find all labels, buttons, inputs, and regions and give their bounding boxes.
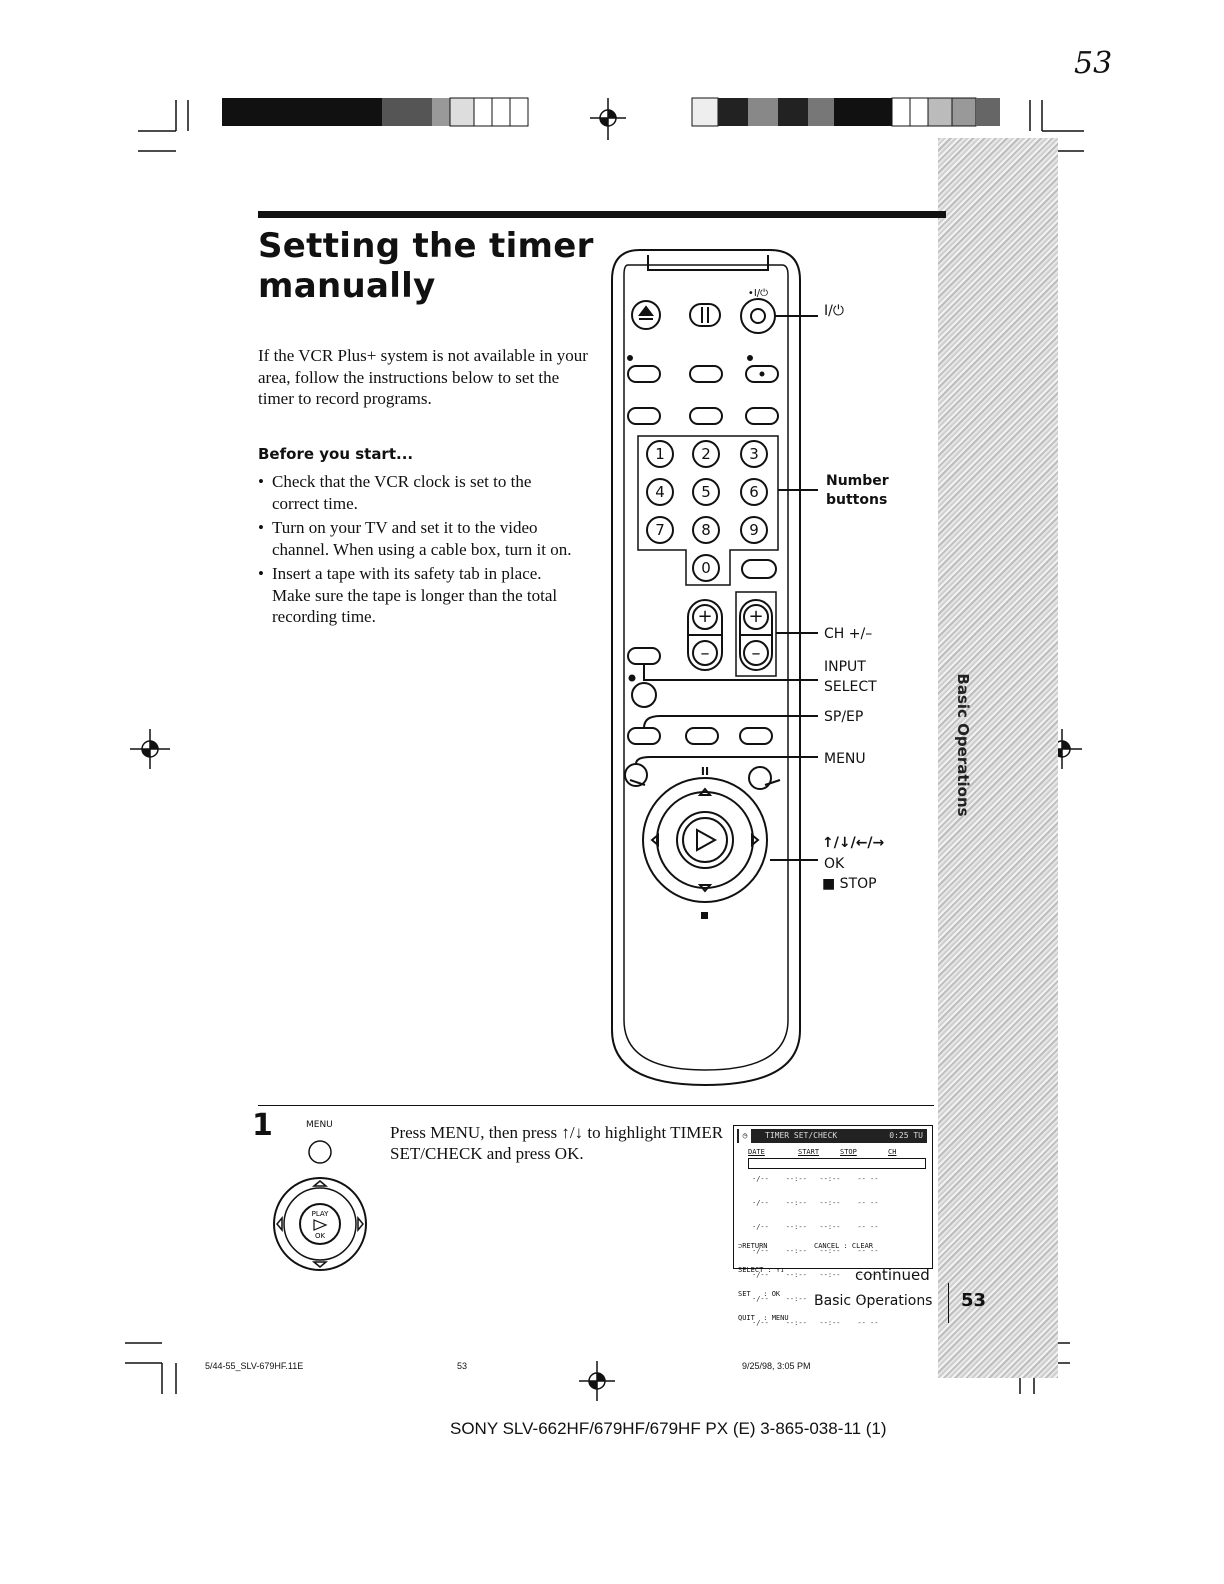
callout-menu: MENU (824, 751, 866, 767)
step-number: 1 (252, 1108, 273, 1143)
callout-arrows: ↑/↓/←/→ (822, 835, 885, 851)
table-row: -/-- --:-- --:-- -- -- (752, 1199, 879, 1207)
side-tab-strip (938, 138, 1058, 1378)
dial-ok-label: OK (315, 1232, 326, 1240)
number-button-0: 0 (701, 559, 711, 577)
remote-control-illustration: 1 2 3 4 5 6 7 8 9 0 + + – – •I/⏻ II (611, 249, 818, 1087)
before-you-start-list: Check that the VCR clock is set to the c… (258, 471, 578, 631)
osd-header: ◷ TIMER SET/CHECK 0:25 TU (737, 1129, 927, 1143)
osd-cancel: CANCEL : CLEAR (814, 1242, 874, 1250)
callout-input-select: INPUT SELECT (824, 657, 877, 697)
power-top-label: •I/⏻ (748, 288, 768, 299)
callout-spep: SP/EP (824, 709, 864, 725)
before-you-start-heading: Before you start... (258, 445, 414, 463)
callout-input-line2: SELECT (824, 679, 877, 695)
plus-icon: + (748, 606, 763, 627)
running-footer: Basic Operations (814, 1293, 933, 1309)
osd-set: SET : OK (738, 1290, 781, 1298)
side-tab-label: Basic Operations (954, 673, 972, 817)
intro-paragraph: If the VCR Plus+ system is not available… (258, 346, 588, 408)
number-button-9: 9 (749, 521, 759, 539)
pause-icon: II (701, 765, 709, 778)
callout-stop: ■ STOP (822, 876, 877, 892)
page-title: Setting the timer manually (258, 226, 594, 306)
callout-number-buttons-line1: Number (826, 473, 889, 489)
osd-return: ⊃RETURN (738, 1242, 768, 1250)
table-row: -/-- --:-- --:-- -- -- (752, 1271, 879, 1279)
number-button-3: 3 (749, 445, 759, 463)
number-button-4: 4 (655, 483, 665, 501)
osd-header-title: TIMER SET/CHECK (765, 1131, 838, 1140)
list-item: Turn on your TV and set it to the video … (258, 517, 578, 560)
callout-ok: OK (824, 856, 845, 872)
page-number: 53 (961, 1290, 987, 1311)
table-row: -/-- --:-- --:-- -- -- (752, 1319, 879, 1327)
callout-number-buttons-line2: buttons (826, 492, 888, 508)
table-row: -/-- --:-- --:-- -- -- (752, 1223, 879, 1231)
dial-play-label: PLAY (312, 1210, 330, 1218)
number-button-5: 5 (701, 483, 711, 501)
list-item: Check that the VCR clock is set to the c… (258, 471, 578, 514)
minus-icon: – (752, 643, 761, 664)
timer-osd-screen: ◷ TIMER SET/CHECK 0:25 TU DATE START STO… (733, 1125, 933, 1327)
callout-input-line1: INPUT (824, 659, 866, 675)
osd-footer: ⊃RETURN SELECT : ↑↓ SET : OK QUIT : MENU (738, 1226, 789, 1338)
table-row: -/-- --:-- --:-- -- -- (752, 1295, 879, 1303)
plus-icon: + (697, 606, 712, 627)
print-timestamp: 9/25/98, 3:05 PM (742, 1361, 811, 1371)
menu-and-dial-icon: PLAY OK (273, 1140, 367, 1271)
callout-ch: CH +/– (824, 626, 873, 642)
osd-col-stop: STOP (840, 1148, 857, 1156)
osd-select: SELECT : ↑↓ (738, 1266, 785, 1274)
clock-icon: ◷ (739, 1129, 751, 1143)
continued-label: continued (855, 1266, 930, 1284)
osd-program-rows: -/-- --:-- --:-- -- -- -/-- --:-- --:-- … (752, 1159, 878, 1343)
stop-button-icon (701, 912, 708, 919)
minus-icon: – (701, 643, 710, 664)
number-button-8: 8 (701, 521, 711, 539)
osd-highlight-row (748, 1158, 926, 1169)
number-button-1: 1 (655, 445, 665, 463)
file-page: 53 (457, 1361, 468, 1371)
page-title-line-1: Setting the timer (258, 226, 594, 266)
osd-header-clock: 0:25 TU (889, 1131, 923, 1140)
heading-rule (258, 211, 946, 218)
osd-col-date: DATE (748, 1148, 765, 1156)
step-divider (258, 1105, 934, 1106)
callout-power: I/⏻ (824, 303, 844, 319)
osd-col-ch: CH (888, 1148, 897, 1156)
list-item: Insert a tape with its safety tab in pla… (258, 563, 578, 628)
table-row: -/-- --:-- --:-- -- -- (752, 1247, 879, 1255)
model-line: SONY SLV-662HF/679HF/679HF PX (E) 3-865-… (450, 1419, 887, 1438)
callout-number-buttons: Number buttons (826, 472, 889, 510)
handwritten-page-mark: 53 (1074, 46, 1113, 81)
table-row: -/-- --:-- --:-- -- -- (752, 1175, 879, 1183)
number-button-2: 2 (701, 445, 711, 463)
page-title-line-2: manually (258, 266, 436, 306)
file-info: 5/44-55_SLV-679HF.11E (205, 1361, 304, 1371)
menu-icon-label: MENU (306, 1120, 333, 1130)
number-button-7: 7 (655, 521, 665, 539)
step-1-text: Press MENU, then press ↑/↓ to highlight … (390, 1123, 724, 1163)
osd-col-start: START (798, 1148, 820, 1156)
osd-quit: QUIT : MENU (738, 1314, 789, 1322)
footer-divider (948, 1283, 949, 1323)
number-button-6: 6 (749, 483, 759, 501)
